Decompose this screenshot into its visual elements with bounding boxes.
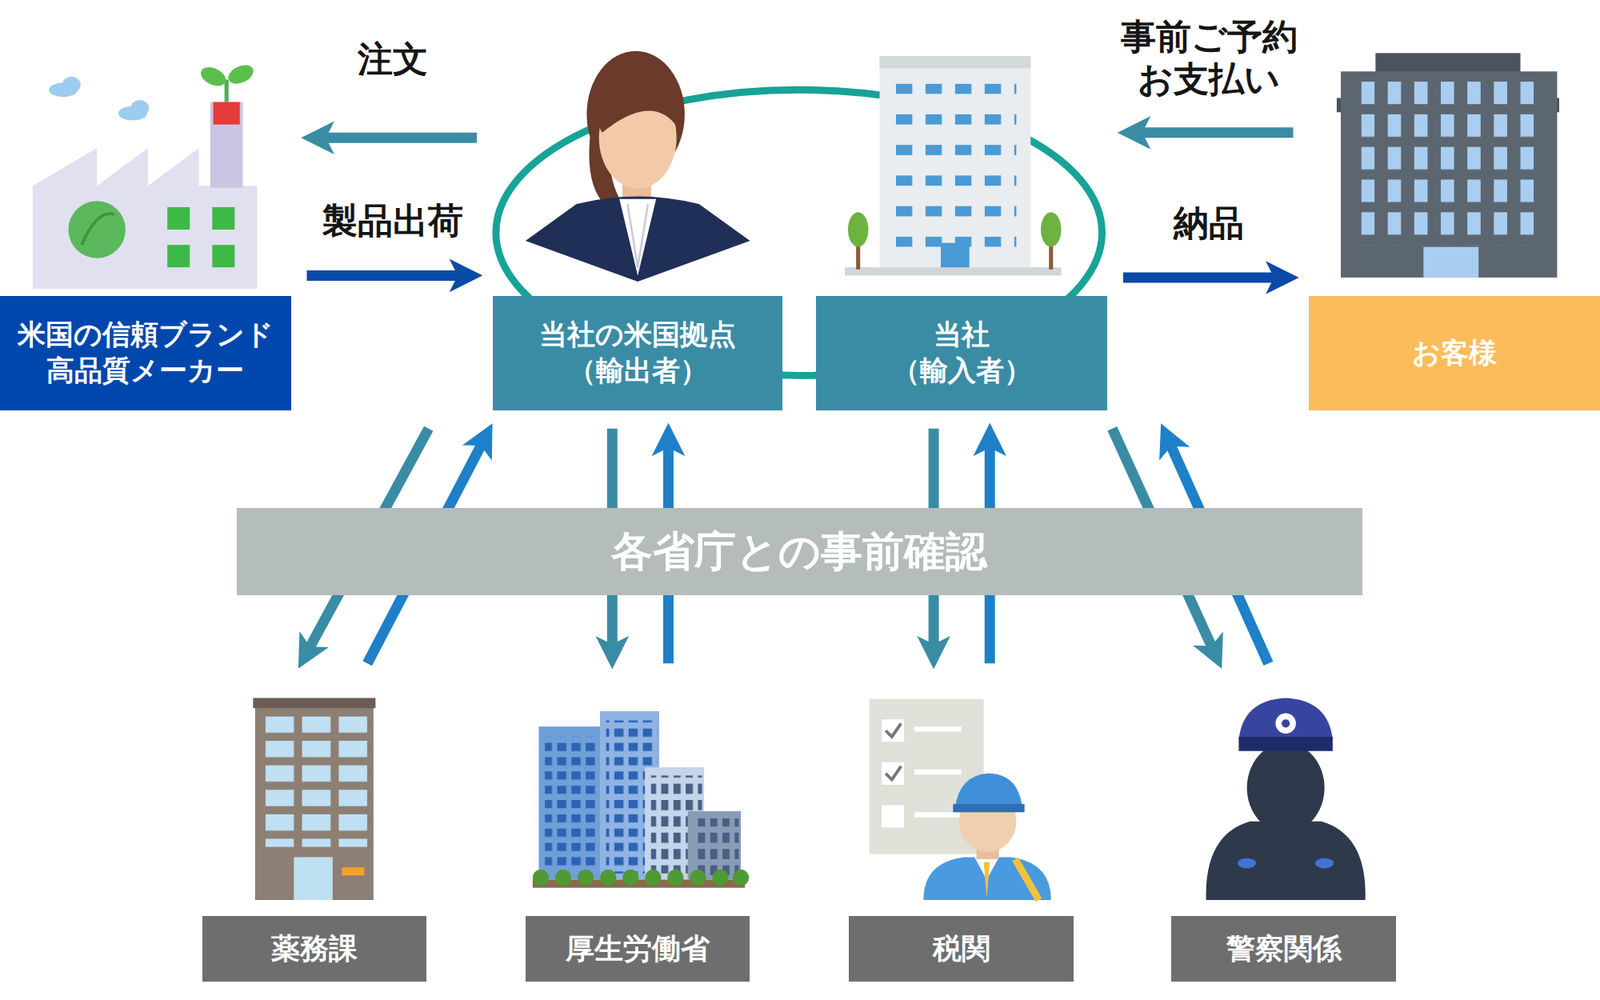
agency-box: 厚生労働省 (525, 693, 751, 982)
flow-arrow (1123, 272, 1275, 283)
customer-building (1336, 52, 1560, 278)
arrow-label: 納品 (1173, 202, 1244, 245)
police-officer (1206, 697, 1366, 900)
node-label: 米国の信頼ブランド 高品質メーカー (0, 296, 292, 411)
agency-box: 税関 (848, 693, 1074, 982)
exporter-box: 当社の米国拠点 （輸出者） (492, 51, 783, 411)
customer-box: お客様 (1308, 40, 1600, 411)
agency-box: 警察関係 (1171, 693, 1396, 982)
node-label: 各省庁との事前確認 (236, 508, 1363, 595)
flow-arrow (326, 132, 478, 144)
arrow-label: 事前ご予約 お支払い (1096, 16, 1323, 101)
flow-arrow (307, 270, 459, 281)
ministry-buildings (532, 711, 749, 888)
node-label: お客様 (1308, 296, 1600, 411)
node-label: 当社 （輸入者） (816, 296, 1108, 411)
office-building (844, 56, 1061, 276)
staff-person (525, 51, 751, 282)
node-label: 当社の米国拠点 （輸出者） (492, 296, 783, 411)
customs-officer (869, 699, 1052, 900)
arrow-label: 製品出荷 (322, 200, 464, 243)
node-label: 警察関係 (1171, 916, 1396, 982)
importer-box: 当社 （輸入者） (816, 51, 1108, 411)
arrow-label: 注文 (357, 38, 428, 81)
node-label: 薬務課 (202, 916, 428, 982)
ministries-band: 各省庁との事前確認 (236, 508, 1363, 595)
node-label: 厚生労働省 (525, 916, 751, 982)
flow-arrow (1142, 127, 1294, 138)
node-label: 税関 (848, 916, 1074, 982)
office-building (252, 697, 376, 900)
maker-box: 米国の信頼ブランド 高品質メーカー (0, 51, 292, 411)
factory-icon (32, 61, 258, 289)
agency-box: 薬務課 (202, 693, 428, 982)
